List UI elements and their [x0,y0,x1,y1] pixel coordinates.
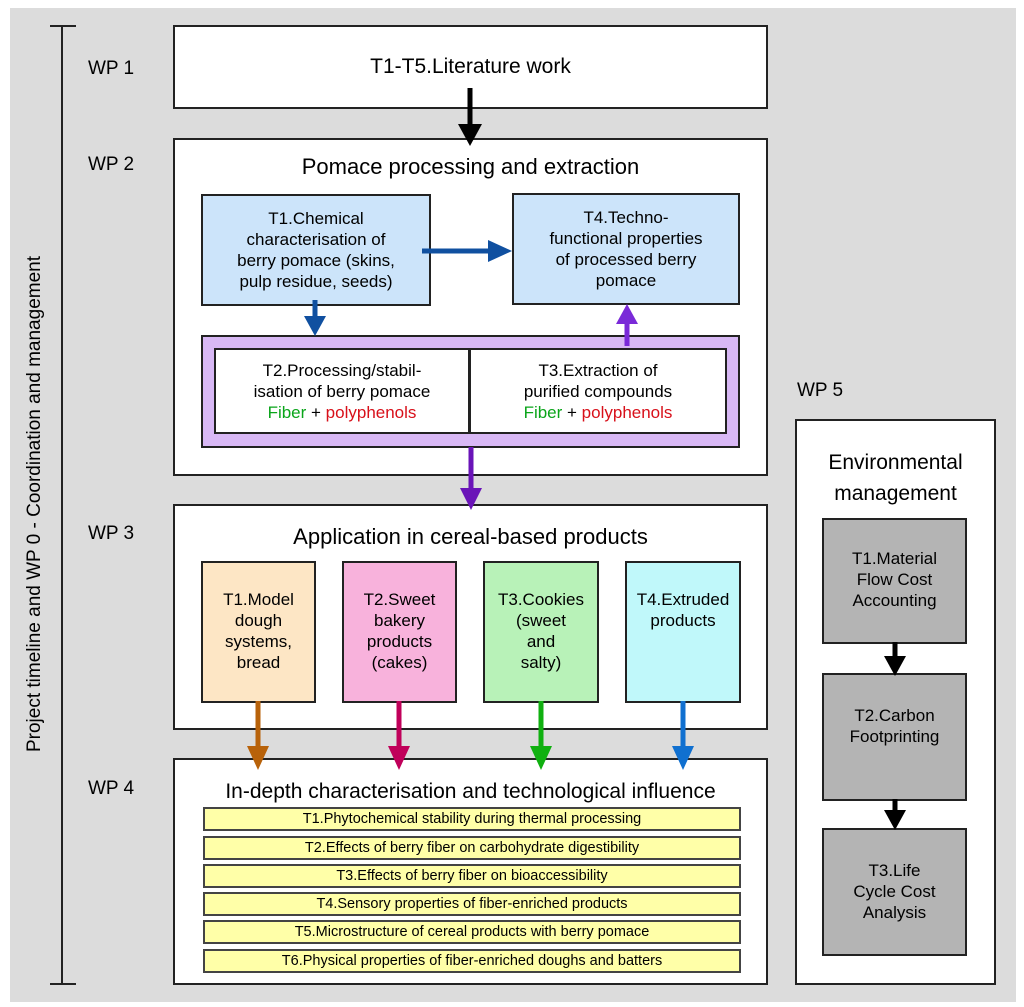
wp3-t1-line: systems, [224,632,293,651]
wp2-t4-line: of processed berry [555,250,697,269]
polyphenols-label: polyphenols [325,402,417,422]
wp3-t1-box: T1.Model dough systems, bread [201,561,316,703]
wp4-title: In-depth characterisation and technologi… [225,780,716,803]
wp3-title: Application in cereal-based products [293,524,648,549]
wp5-t3-line: T3.Life [868,861,921,880]
polyphenols-label: polyphenols [581,402,673,422]
wp4-task-3: T3.Effects of berry fiber on bioaccessib… [203,864,741,888]
wp2-t2-line: T2.Processing/stabil- [262,360,422,380]
wp5-title-line: management [834,482,957,505]
wp3-t4-line: T4.Extruded [636,590,730,609]
wp4-task-2: T2.Effects of berry fiber on carbohydrat… [203,836,741,860]
wp3-t3-line: (sweet [515,611,567,630]
wp3-t1-line: T1.Model [223,590,294,609]
wp4-task-1: T1.Phytochemical stability during therma… [203,807,741,831]
wp4-task-5: T5.Microstructure of cereal products wit… [203,920,741,944]
wp5-t1-line: T1.Material [851,549,938,568]
wp3-t1-line: bread [236,653,281,672]
wp3-t2-line: (cakes) [371,653,428,672]
wp2-t1-line: pulp residue, seeds) [239,272,393,291]
wp3-t2-line: products [366,632,433,651]
wp2-t3-line: T3.Extraction of [538,360,658,380]
wp5-t1-line: Flow Cost [856,570,933,589]
wp5-t2-box: T2.Carbon Footprinting [822,673,967,801]
wp1-box: T1-T5.Literature work [173,25,768,109]
timeline-bracket [50,25,76,985]
wp2-t2-box: T2.Processing/stabil- isation of berry p… [214,348,470,434]
wp3-t2-line: bakery [373,611,426,630]
wp2-t1-line: characterisation of [246,230,386,249]
wp2-t1-line: T1.Chemical [268,209,364,228]
wp2-t3-compounds: Fiber + polyphenols [524,402,673,423]
wp3-t1-line: dough [234,611,283,630]
wp1-title: T1-T5.Literature work [370,55,571,78]
wp5-t2-line: T2.Carbon [854,706,935,725]
wp2-title: Pomace processing and extraction [301,154,640,179]
wp2-label: WP 2 [88,154,135,175]
wp4-label: WP 4 [88,778,135,799]
plus-label: + [306,402,326,422]
wp5-t3-line: Cycle Cost [853,882,936,901]
wp3-t3-line: and [526,632,556,651]
wp2-t4-box: T4.Techno- functional properties of proc… [512,193,740,305]
wp5-t3-box: T3.Life Cycle Cost Analysis [822,828,967,956]
wp2-t4-line: functional properties [549,229,703,248]
wp3-t2-line: T2.Sweet [363,590,436,609]
wp3-t3-line: T3.Cookies [498,590,584,609]
wp5-t1-line: Accounting [852,591,937,610]
fiber-label: Fiber [523,402,563,422]
fiber-label: Fiber [267,402,307,422]
wp2-t1-line: berry pomace (skins, [237,251,395,270]
wp2-t4-line: pomace [595,271,657,290]
wp2-t1-box: T1.Chemical characterisation of berry po… [201,194,431,306]
wp5-title-line: Environmental [828,451,963,474]
wp3-t2-box: T2.Sweet bakery products (cakes) [342,561,457,703]
wp2-t4-line: T4.Techno- [583,208,669,227]
wp2-t3-box: T3.Extraction of purified compounds Fibe… [469,348,727,434]
wp5-title: Environmental management [797,447,994,509]
wp3-t3-box: T3.Cookies (sweet and salty) [483,561,599,703]
wp4-task-6: T6.Physical properties of fiber-enriched… [203,949,741,973]
wp3-t4-line: products [650,611,716,630]
wp1-label: WP 1 [88,58,135,79]
wp3-t4-box: T4.Extruded products [625,561,741,703]
wp5-t2-line: Footprinting [849,727,940,746]
wp3-t3-line: salty) [520,653,562,672]
wp4-task-4: T4.Sensory properties of fiber-enriched … [203,892,741,916]
wp2-t2-compounds: Fiber + polyphenols [268,402,417,423]
wp5-t1-box: T1.Material Flow Cost Accounting [822,518,967,644]
wp2-t3-line: purified compounds [523,381,673,401]
wp3-label: WP 3 [88,523,135,544]
side-label: Project timeline and WP 0 - Coordination… [24,255,45,753]
wp5-t3-line: Analysis [862,903,927,922]
plus-label: + [562,402,582,422]
wp5-label: WP 5 [797,380,844,401]
wp2-t2-line: isation of berry pomace [253,381,431,401]
